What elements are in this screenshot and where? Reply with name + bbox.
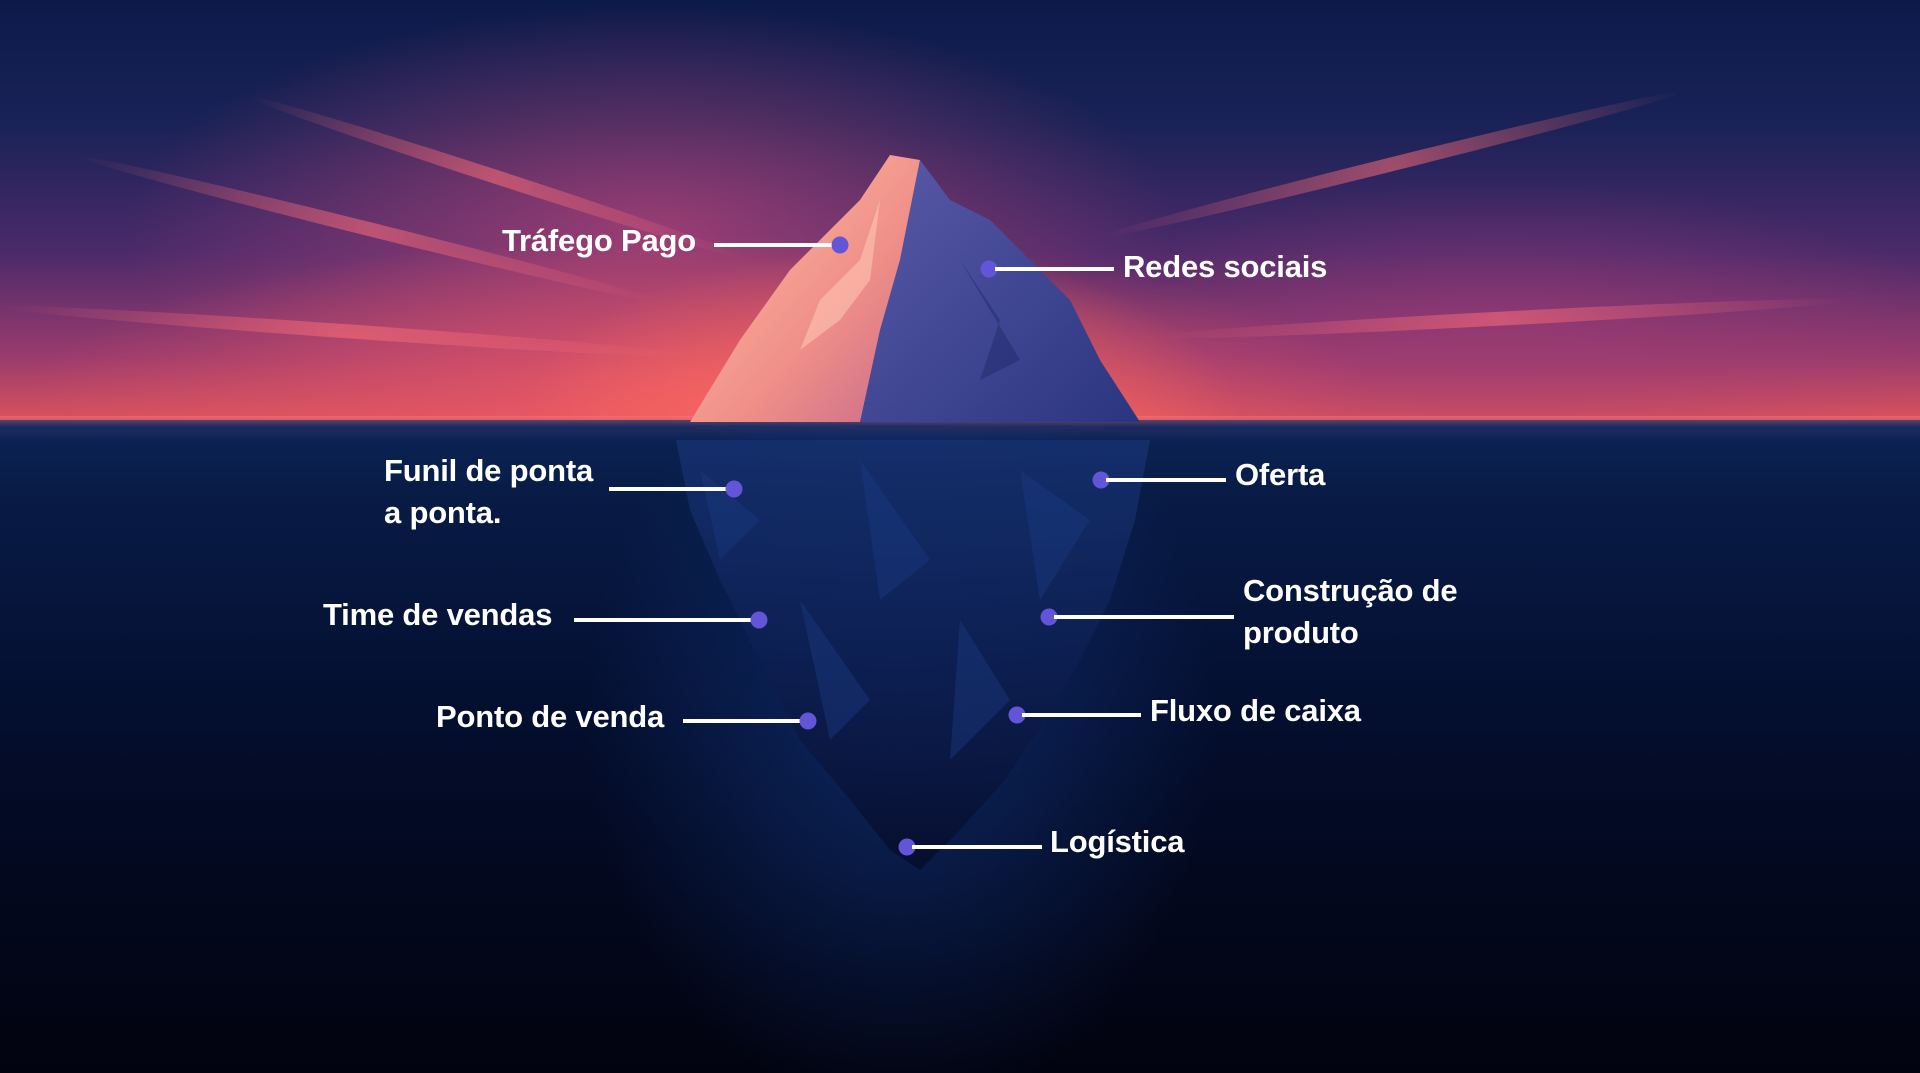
- marker-dot-icon: [1092, 471, 1110, 489]
- connector-line: [683, 719, 803, 723]
- marker-dot-icon: [1008, 706, 1026, 724]
- connector-line: [1054, 615, 1234, 619]
- marker-dot-icon: [725, 480, 743, 498]
- marker-dot-icon: [898, 838, 916, 856]
- marker-dot-icon: [980, 260, 998, 278]
- connector-line: [1106, 478, 1226, 482]
- connector-line: [609, 487, 729, 491]
- marker-dot-icon: [799, 712, 817, 730]
- marker-dot-icon: [831, 236, 849, 254]
- label-oferta: Oferta: [1235, 457, 1326, 492]
- marker-dot-icon: [1040, 608, 1058, 626]
- label-time-de-vendas: Time de vendas: [323, 597, 553, 632]
- label-logistica: Logística: [1050, 824, 1185, 859]
- connector-line: [912, 845, 1042, 849]
- label-funil-line2: a ponta.: [384, 495, 502, 530]
- label-fluxo-de-caixa: Fluxo de caixa: [1150, 693, 1361, 728]
- connector-line: [995, 267, 1114, 271]
- label-ponto-de-venda: Ponto de venda: [436, 699, 665, 734]
- label-construcao-line2: produto: [1243, 615, 1359, 650]
- label-redes-sociais: Redes sociais: [1123, 249, 1328, 284]
- label-funil-line1: Funil de ponta: [384, 453, 594, 488]
- label-construcao-line1: Construção de: [1243, 573, 1458, 608]
- connector-line: [714, 243, 834, 247]
- connector-line: [574, 618, 754, 622]
- label-trafego-pago: Tráfego Pago: [502, 223, 696, 258]
- connector-line: [1022, 713, 1141, 717]
- marker-dot-icon: [750, 611, 768, 629]
